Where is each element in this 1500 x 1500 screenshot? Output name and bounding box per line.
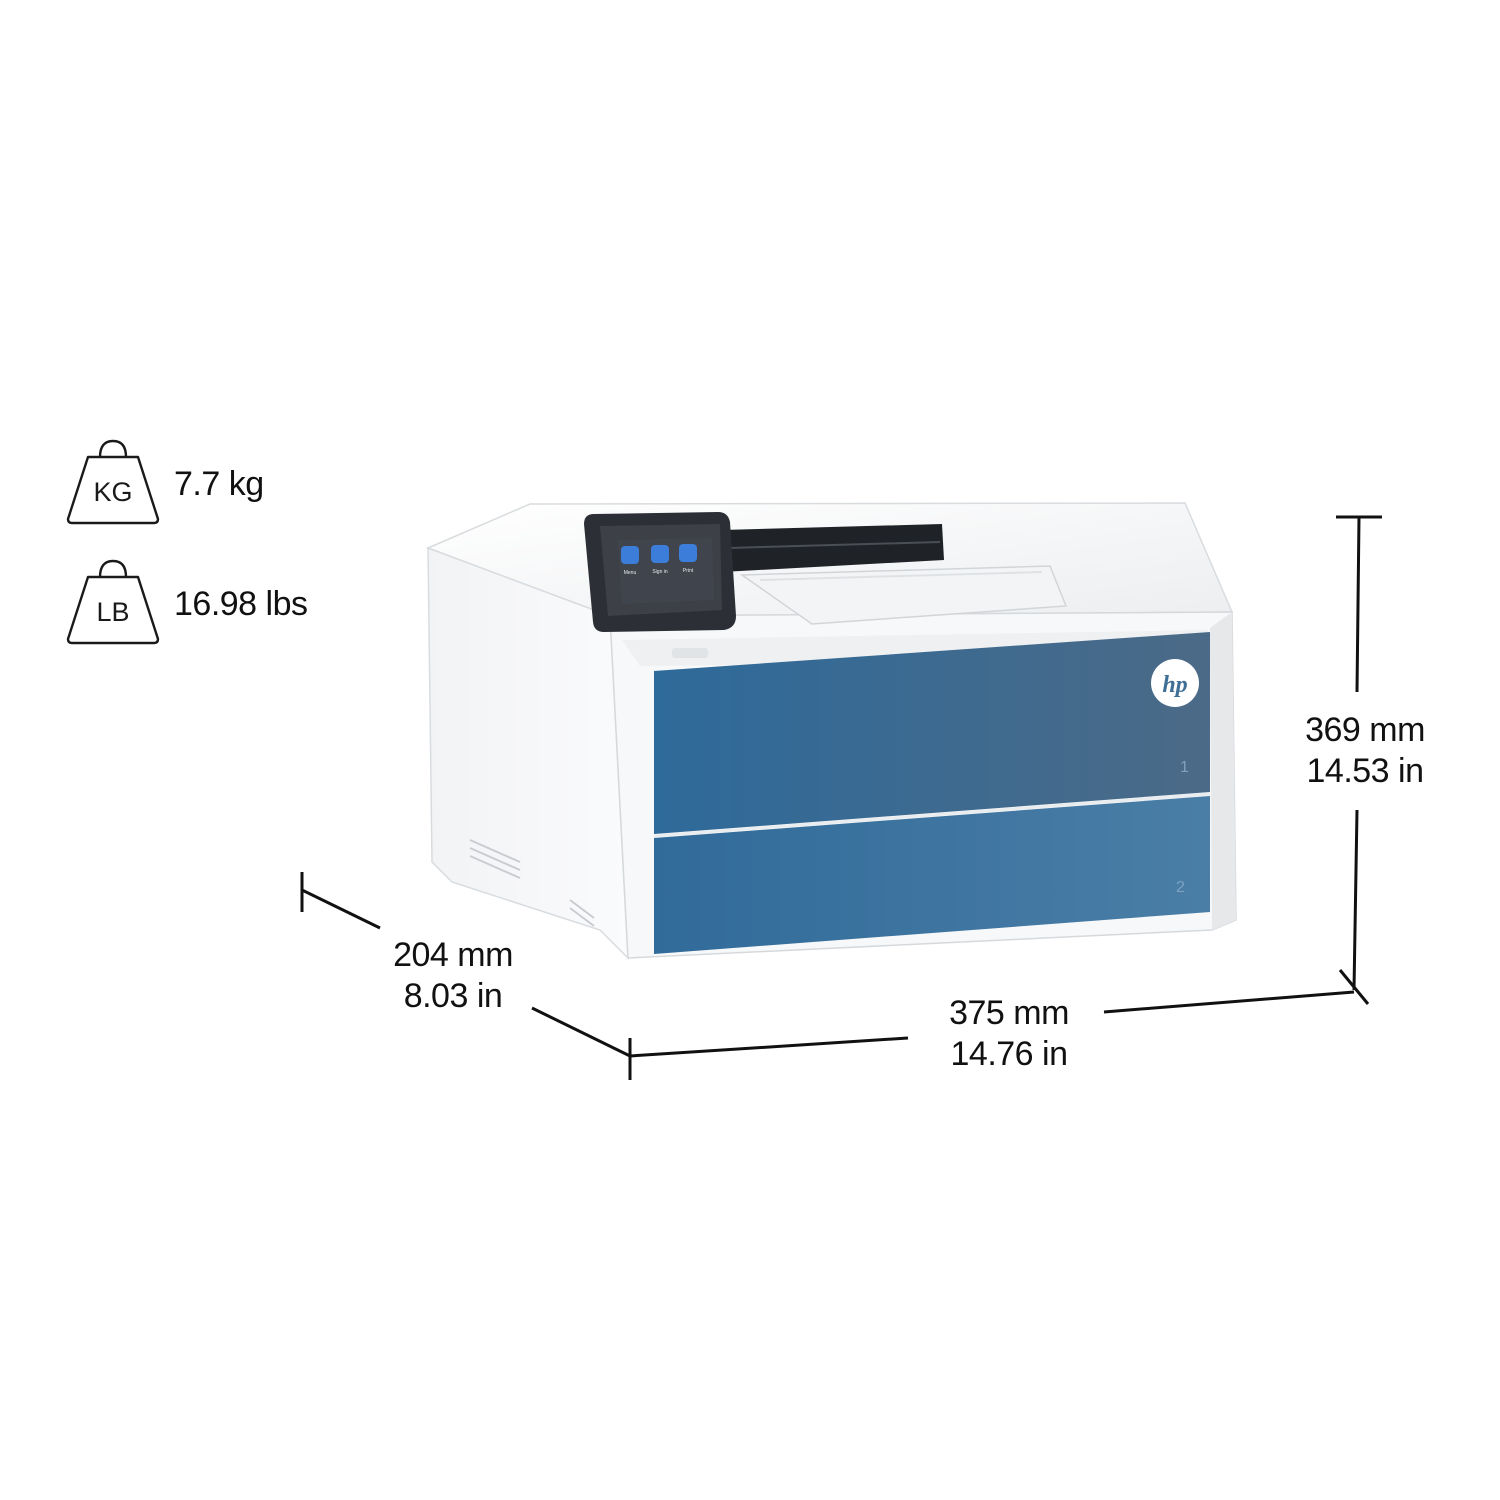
weight-unit-label: LB [96,597,130,627]
width-dimension-label: 375 mm 14.76 in [924,993,1094,1075]
output-tray [739,565,1068,625]
screen-button-icon [651,545,669,563]
depth-dimension-line [300,872,631,1058]
depth-mm: 204 mm [393,936,513,974]
kg-weight-icon: KG [66,437,160,531]
svg-text:hp: hp [1162,672,1187,698]
width-in: 14.76 in [950,1035,1069,1073]
weight-lb-value: 16.98 lbs [174,584,308,623]
depth-dimension-label: 204 mm 8.03 in [368,935,538,1017]
screen-buttons: Menu Sign in Print [621,544,697,576]
paper-tray-1 [654,632,1210,834]
output-slot [722,524,944,572]
tray-number-2: 2 [1176,879,1185,896]
width-dimension-line [628,969,1370,1080]
power-button [672,648,708,658]
width-mm: 375 mm [949,994,1069,1032]
screen-button-icon [621,546,639,564]
screen-button-label: Print [683,568,694,574]
hp-logo: hp [1151,659,1199,707]
weight-unit-label: KG [93,477,133,507]
paper-tray-2 [654,796,1210,954]
height-dimension-label: 369 mm 14.53 in [1280,710,1450,792]
tray-number-1: 1 [1180,759,1189,776]
side-vents [469,839,595,927]
lb-weight-icon: LB [66,557,160,651]
height-mm: 369 mm [1305,711,1425,749]
depth-in: 8.03 in [403,977,503,1015]
weight-kg-row: KG 7.7 kg [66,437,264,531]
screen-button-label: Menu [624,570,637,576]
screen-button-icon [679,544,697,562]
height-dimension-line [1336,515,1382,991]
screen-button-label: Sign in [652,569,668,575]
weight-lb-row: LB 16.98 lbs [66,557,308,651]
weight-kg-value: 7.7 kg [174,464,264,503]
height-in: 14.53 in [1306,752,1425,790]
